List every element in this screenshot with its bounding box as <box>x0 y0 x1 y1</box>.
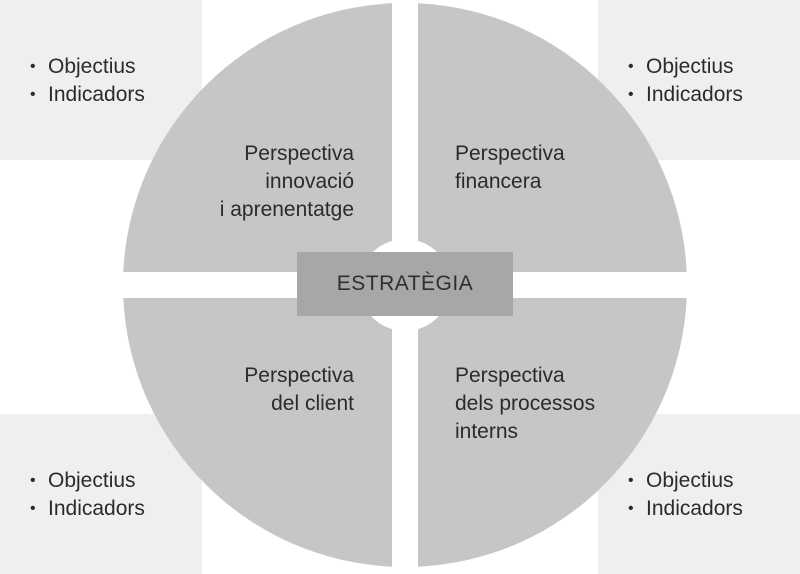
quadrant-bottom-right <box>418 298 687 567</box>
corner-list-top-right: Objectius Indicadors <box>628 53 743 109</box>
label-line: dels processos <box>455 392 596 415</box>
label-line: i aprenentatge <box>219 198 354 221</box>
corner-item-objectius: Objectius <box>628 53 743 81</box>
label-line: Perspectiva <box>244 142 354 165</box>
corner-list-bottom-right: Objectius Indicadors <box>628 467 743 523</box>
quadrant-top-left <box>123 3 392 272</box>
label-line: innovació <box>265 170 354 193</box>
strategy-center-box: ESTRATÈGIA <box>297 252 513 316</box>
corner-box-bottom-left: Objectius Indicadors <box>0 414 202 574</box>
corner-item-indicadors: Indicadors <box>628 495 743 523</box>
quadrant-label-bottom-left: Perspectiva del client <box>244 362 354 418</box>
corner-box-bottom-right: Objectius Indicadors <box>598 414 800 574</box>
quadrant-label-bottom-right: Perspectiva dels processos interns <box>455 362 595 446</box>
corner-box-top-right: Objectius Indicadors <box>598 0 800 160</box>
corner-item-objectius: Objectius <box>30 53 145 81</box>
corner-item-indicadors: Indicadors <box>30 81 145 109</box>
corner-item-indicadors: Indicadors <box>628 81 743 109</box>
label-line: interns <box>455 420 519 443</box>
corner-item-objectius: Objectius <box>30 467 145 495</box>
corner-item-indicadors: Indicadors <box>30 495 145 523</box>
corner-list-top-left: Objectius Indicadors <box>30 53 145 109</box>
quadrant-top-right <box>418 3 687 272</box>
corner-list-bottom-left: Objectius Indicadors <box>30 467 145 523</box>
label-line: Perspectiva <box>244 364 354 387</box>
corner-item-objectius: Objectius <box>628 467 743 495</box>
label-line: financera <box>455 170 542 193</box>
corner-box-top-left: Objectius Indicadors <box>0 0 202 160</box>
quadrant-label-top-left: Perspectiva innovació i aprenentatge <box>220 140 354 224</box>
quadrant-label-top-right: Perspectiva financera <box>455 140 565 196</box>
quadrant-bottom-left <box>123 298 392 567</box>
label-line: Perspectiva <box>455 142 565 165</box>
label-line: del client <box>271 392 354 415</box>
label-line: Perspectiva <box>455 364 565 387</box>
strategy-label: ESTRATÈGIA <box>336 272 474 295</box>
